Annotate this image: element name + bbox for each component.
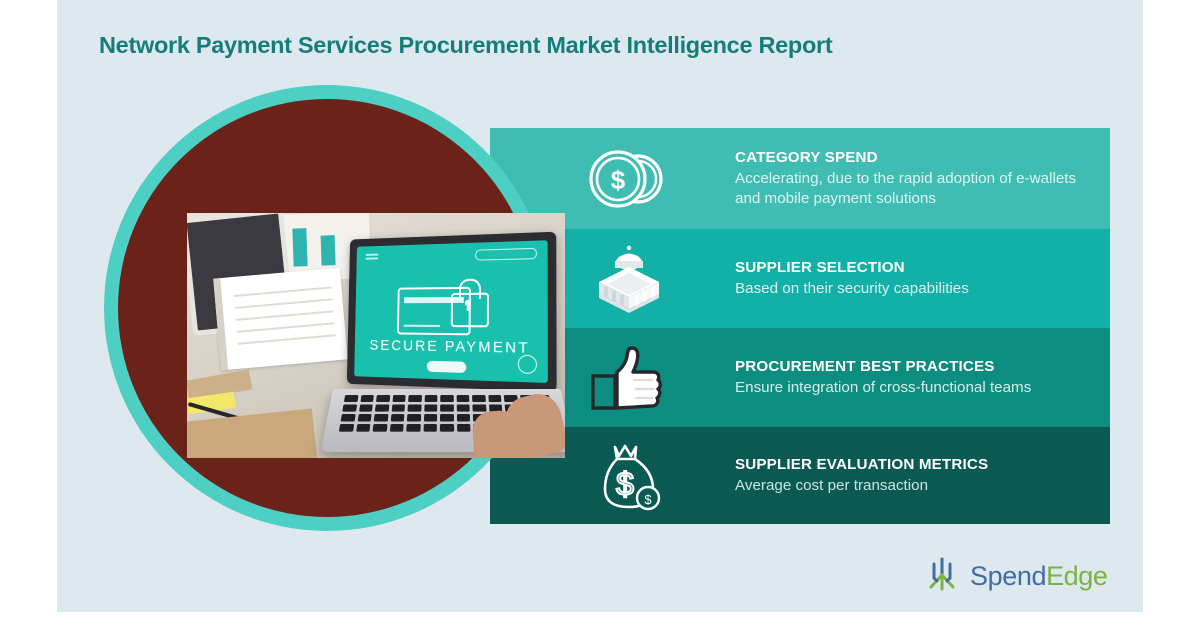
hero-photo-secure-payment: SECURE PAYMENT bbox=[187, 213, 565, 458]
spendedge-logo[interactable]: SpendEdge bbox=[923, 554, 1108, 598]
page-title: Network Payment Services Procurement Mar… bbox=[99, 32, 833, 58]
screen-corner-icon bbox=[517, 354, 538, 375]
menu-icon bbox=[365, 253, 379, 256]
coins-dollar-icon: $ bbox=[583, 140, 675, 218]
svg-text:$: $ bbox=[644, 492, 652, 507]
insight-rows: $ CATEGORY SPEND Accelerating, due to th… bbox=[490, 128, 1110, 524]
laptop-lid: SECURE PAYMENT bbox=[346, 231, 557, 392]
insight-row-text: SUPPLIER EVALUATION METRICS Average cost… bbox=[735, 455, 1105, 497]
insight-description: Average cost per transaction bbox=[735, 476, 929, 494]
laptop: SECURE PAYMENT bbox=[320, 231, 565, 458]
padlock-keyhole-icon bbox=[464, 299, 471, 306]
logo-word-edge: Edge bbox=[1046, 560, 1108, 591]
insight-row-supplier-selection: SUPPLIER SELECTION Based on their securi… bbox=[490, 229, 1110, 328]
insight-row-text: CATEGORY SPEND Accelerating, due to the … bbox=[735, 147, 1105, 209]
thumbs-up-icon bbox=[583, 339, 675, 417]
search-bar-shape bbox=[475, 247, 537, 261]
infographic-canvas: Network Payment Services Procurement Mar… bbox=[57, 0, 1143, 612]
insight-description: Based on their security capabilities bbox=[735, 279, 969, 297]
insight-heading: CATEGORY SPEND bbox=[735, 148, 878, 166]
svg-text:$: $ bbox=[611, 165, 626, 195]
screen-pay-button[interactable] bbox=[426, 360, 467, 373]
insight-heading: SUPPLIER EVALUATION METRICS bbox=[735, 455, 989, 473]
padlock-icon bbox=[450, 292, 490, 328]
insight-description: Accelerating, due to the rapid adoption … bbox=[735, 169, 1077, 208]
logo-wordmark: SpendEdge bbox=[970, 560, 1108, 591]
spendedge-trident-icon bbox=[923, 555, 961, 598]
screen-caption: SECURE PAYMENT bbox=[369, 337, 531, 358]
insight-row-category-spend: $ CATEGORY SPEND Accelerating, due to th… bbox=[490, 128, 1110, 229]
insight-row-best-practices: PROCUREMENT BEST PRACTICES Ensure integr… bbox=[490, 328, 1110, 427]
insight-row-text: SUPPLIER SELECTION Based on their securi… bbox=[735, 258, 1105, 300]
insight-description: Ensure integration of cross-functional t… bbox=[735, 378, 1032, 396]
hero-circle: SECURE PAYMENT bbox=[104, 85, 565, 531]
bank-building-icon bbox=[583, 240, 675, 318]
insight-row-evaluation-metrics: $ $ SUPPLIER EVALUATION METRICS Average … bbox=[490, 427, 1110, 524]
svg-text:$: $ bbox=[616, 466, 634, 502]
insight-heading: PROCUREMENT BEST PRACTICES bbox=[735, 357, 995, 375]
logo-word-spend: Spend bbox=[970, 560, 1047, 591]
laptop-screen: SECURE PAYMENT bbox=[354, 240, 548, 383]
insight-row-text: PROCUREMENT BEST PRACTICES Ensure integr… bbox=[735, 357, 1105, 399]
money-bag-icon: $ $ bbox=[583, 437, 675, 515]
insight-heading: SUPPLIER SELECTION bbox=[735, 258, 905, 276]
